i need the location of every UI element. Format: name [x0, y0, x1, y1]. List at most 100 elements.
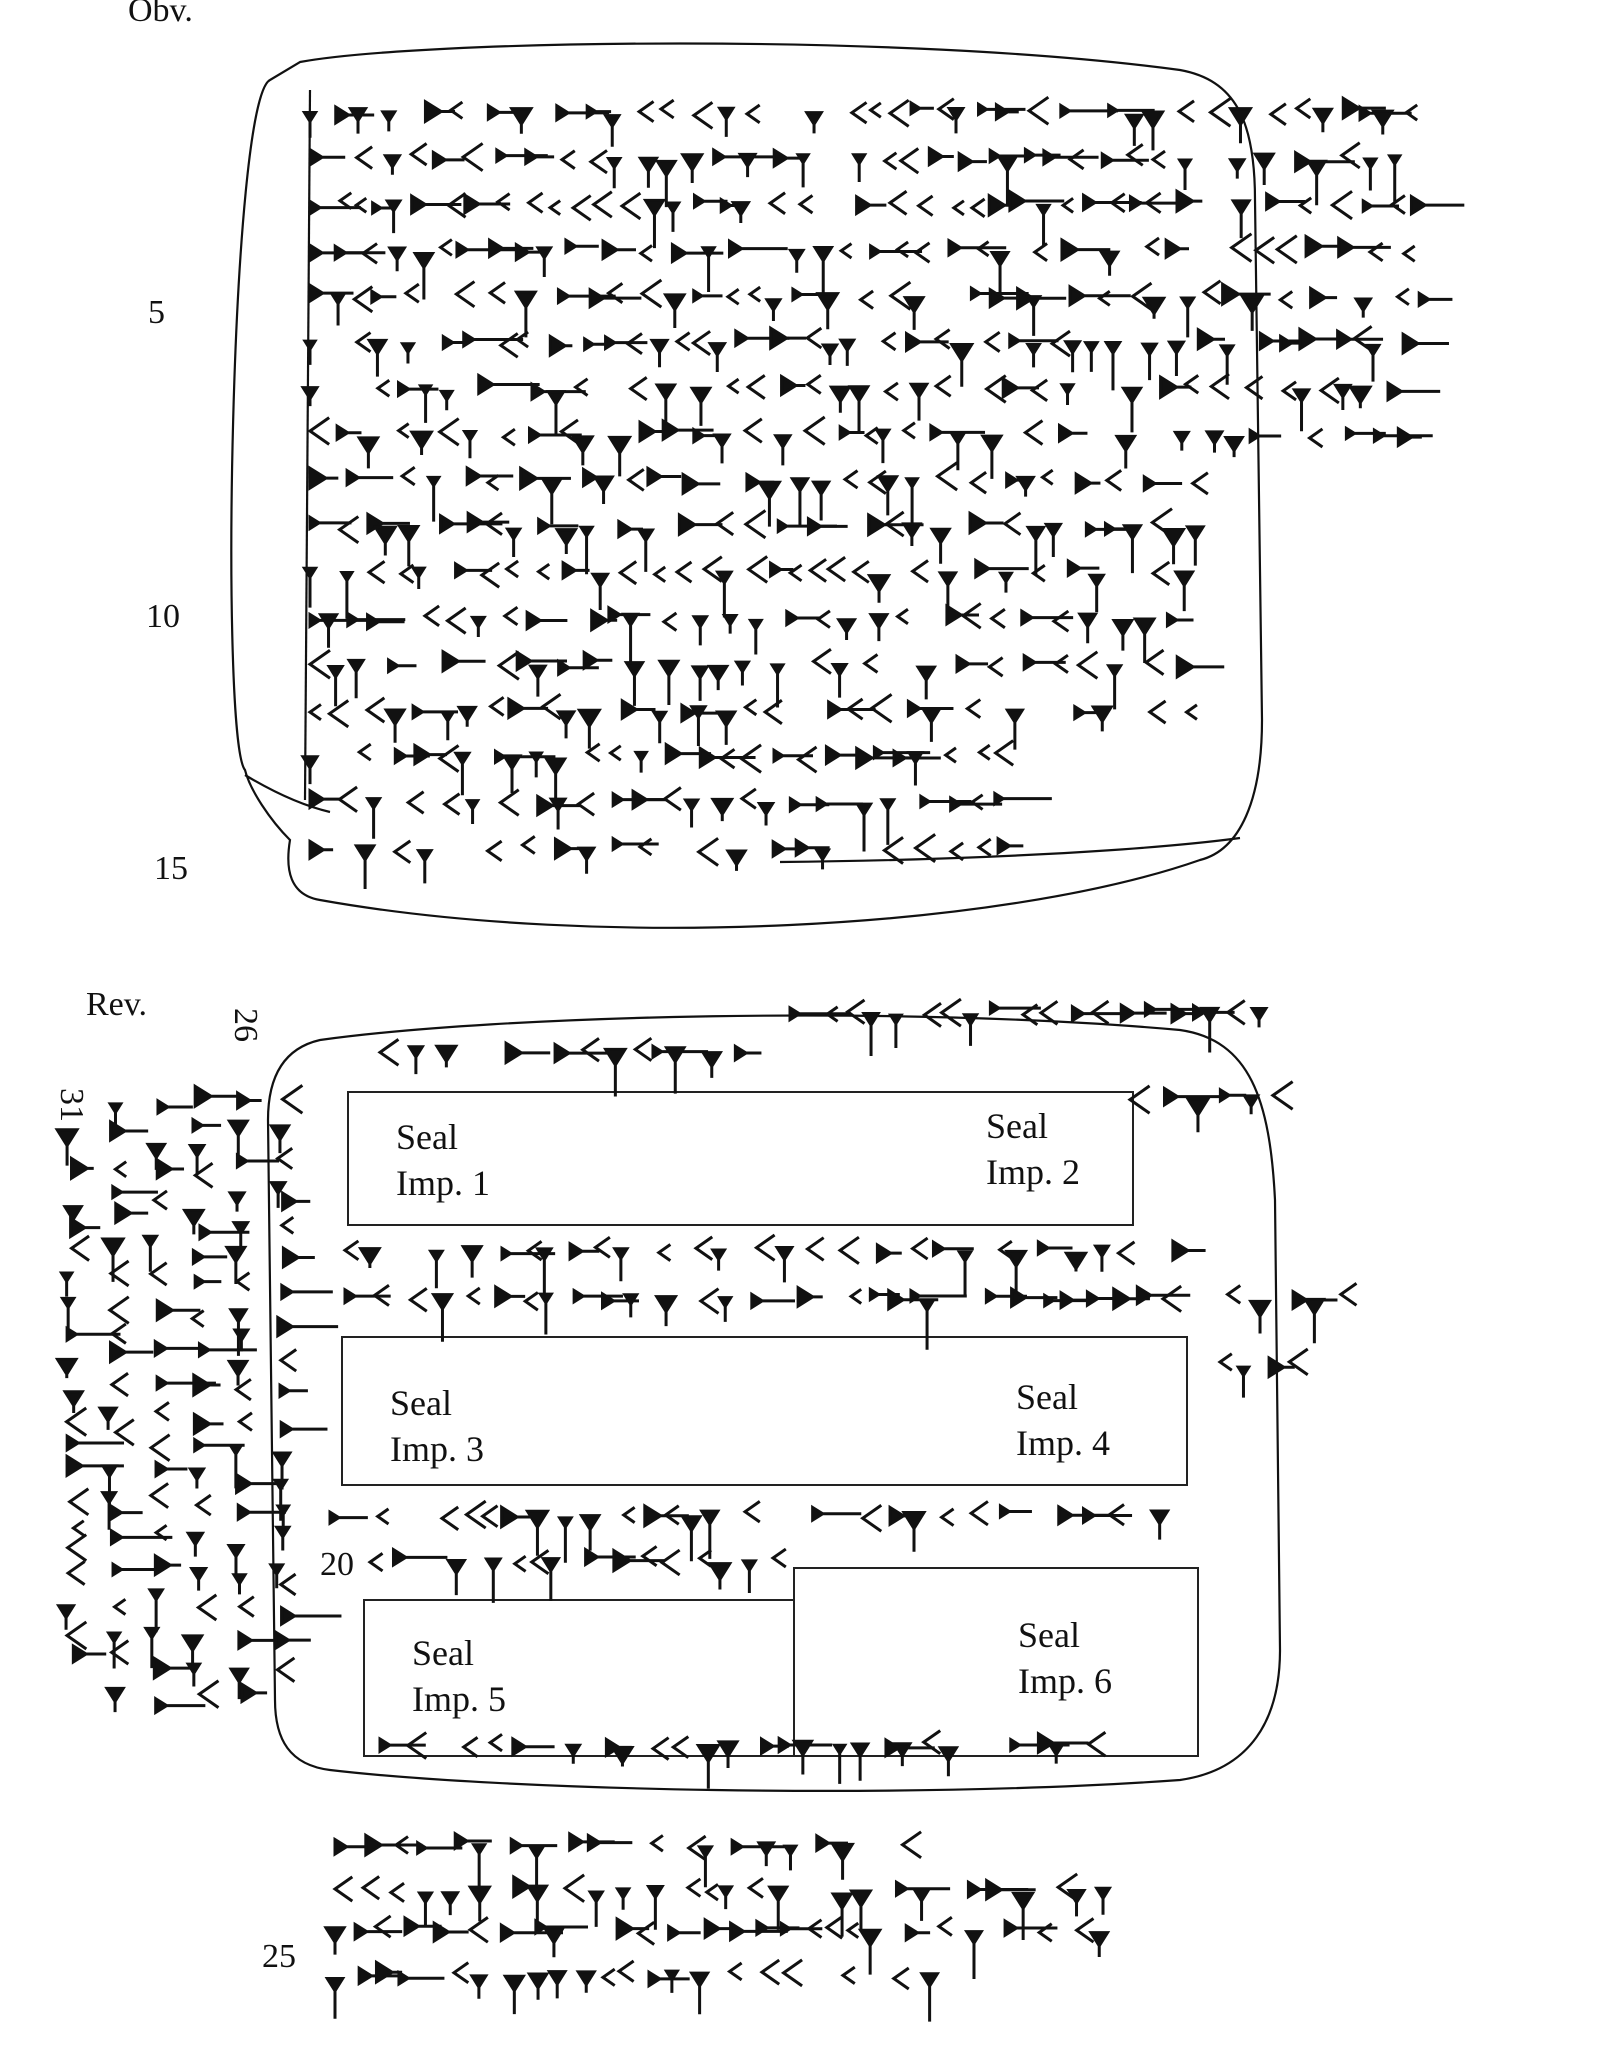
cuneiform-wedge — [353, 196, 368, 214]
cuneiform-wedge — [623, 661, 646, 706]
cuneiform-wedge — [308, 465, 339, 491]
cuneiform-wedge — [912, 1888, 932, 1921]
cuneiform-wedge — [714, 710, 738, 745]
cuneiform-wedge — [153, 1524, 168, 1542]
cuneiform-wedge — [535, 246, 554, 278]
cuneiform-wedge — [642, 198, 667, 249]
cuneiform-wedge — [998, 1503, 1032, 1520]
cuneiform-wedge — [308, 146, 346, 168]
cuneiform-wedge — [278, 1348, 298, 1373]
cuneiform-wedge — [109, 1119, 149, 1143]
cuneiform-wedge — [109, 1372, 129, 1398]
cuneiform-wedge — [1092, 1244, 1111, 1272]
cuneiform-wedge — [416, 1891, 435, 1927]
cuneiform-wedge — [1302, 1297, 1327, 1344]
cuneiform-wedge — [370, 288, 397, 306]
cuneiform-wedge — [268, 1181, 288, 1208]
cuneiform-wedge — [985, 1877, 1036, 1902]
cuneiform-wedge — [813, 848, 832, 870]
cuneiform-wedge — [742, 417, 763, 444]
cuneiform-wedge — [963, 1930, 984, 1979]
cuneiform-wedge — [1150, 560, 1171, 586]
seal-impression-box-3 — [341, 1336, 1188, 1486]
cuneiform-wedge — [879, 798, 897, 845]
cuneiform-wedge — [659, 1548, 681, 1577]
cuneiform-wedge — [237, 1595, 255, 1618]
cuneiform-wedge — [556, 287, 616, 306]
seal-impression-box-1 — [347, 1091, 1134, 1226]
cuneiform-wedge — [698, 1287, 720, 1315]
cuneiform-wedge — [1332, 383, 1353, 411]
cuneiform-wedge — [308, 838, 334, 861]
cuneiform-wedge — [114, 1201, 149, 1226]
cuneiform-wedge — [933, 328, 951, 350]
cuneiform-wedge — [696, 837, 719, 867]
cuneiform-wedge — [154, 1459, 188, 1479]
cuneiform-wedge — [467, 1885, 492, 1922]
cuneiform-wedge — [351, 285, 374, 314]
cuneiform-wedge — [1142, 474, 1183, 493]
cuneiform-wedge — [838, 424, 865, 441]
cuneiform-wedge — [1243, 375, 1264, 401]
cuneiform-wedge — [1173, 570, 1196, 612]
cuneiform-wedge — [422, 604, 440, 627]
cuneiform-wedge — [919, 1300, 936, 1350]
cuneiform-wedge — [191, 1116, 222, 1134]
cuneiform-wedge — [1362, 157, 1379, 191]
cuneiform-wedge — [920, 707, 943, 742]
cuneiform-wedge — [607, 435, 633, 477]
cuneiform-wedge — [664, 201, 682, 232]
cuneiform-wedge — [725, 377, 740, 395]
cuneiform-wedge — [280, 1282, 333, 1302]
cuneiform-wedge — [616, 1959, 635, 1983]
cuneiform-wedge — [779, 1920, 823, 1937]
cuneiform-wedge — [525, 609, 568, 632]
cuneiform-wedge — [235, 1472, 283, 1496]
cuneiform-wedge — [576, 708, 602, 749]
cuneiform-wedge — [1175, 188, 1203, 214]
cuneiform-wedge — [1291, 388, 1312, 432]
cuneiform-wedge — [1147, 699, 1167, 725]
cuneiform-wedge — [831, 1743, 848, 1784]
cuneiform-wedge — [639, 278, 663, 309]
cuneiform-wedge — [526, 191, 544, 214]
cuneiform-wedge — [780, 1958, 803, 1988]
cuneiform-wedge — [280, 1605, 342, 1627]
cuneiform-wedge — [619, 191, 642, 221]
cuneiform-wedge — [628, 376, 648, 402]
cuneiform-wedge — [1160, 1284, 1183, 1313]
cuneiform-wedge — [372, 1914, 392, 1939]
cuneiform-wedge — [927, 145, 954, 168]
cuneiform-wedge — [582, 649, 613, 671]
cuneiform-wedge — [934, 461, 958, 492]
cuneiform-wedge — [456, 705, 478, 727]
cuneiform-wedge — [268, 1124, 292, 1154]
cuneiform-wedge — [691, 615, 710, 646]
cuneiform-wedge — [969, 197, 986, 218]
cuneiform-wedge — [892, 1742, 913, 1767]
obverse-line-number-10: 10 — [146, 598, 180, 635]
cuneiform-wedge — [1049, 329, 1071, 358]
cuneiform-wedge — [1176, 158, 1194, 190]
cuneiform-wedge — [308, 788, 342, 811]
cuneiform-wedge — [356, 436, 381, 469]
cuneiform-wedge — [811, 1504, 862, 1523]
cuneiform-wedge — [750, 1291, 795, 1311]
reverse-label: Rev. — [86, 986, 148, 1023]
cuneiform-wedge — [1159, 374, 1192, 400]
cuneiform-wedge — [688, 1971, 711, 2015]
cuneiform-wedge — [466, 510, 510, 534]
cuneiform-wedge — [336, 515, 360, 545]
cuneiform-wedge — [670, 1735, 690, 1759]
cuneiform-wedge — [656, 1243, 672, 1262]
cuneiform-wedge — [557, 658, 599, 677]
cuneiform-wedge — [432, 1920, 469, 1944]
cuneiform-wedge — [405, 790, 425, 815]
cuneiform-wedge — [353, 145, 373, 170]
cuneiform-wedge — [1120, 386, 1144, 433]
cuneiform-wedge — [695, 1743, 722, 1789]
cuneiform-wedge — [364, 1832, 423, 1858]
cuneiform-wedge — [804, 326, 823, 350]
cuneiform-wedge — [1171, 1238, 1206, 1263]
cuneiform-wedge — [1277, 290, 1294, 310]
